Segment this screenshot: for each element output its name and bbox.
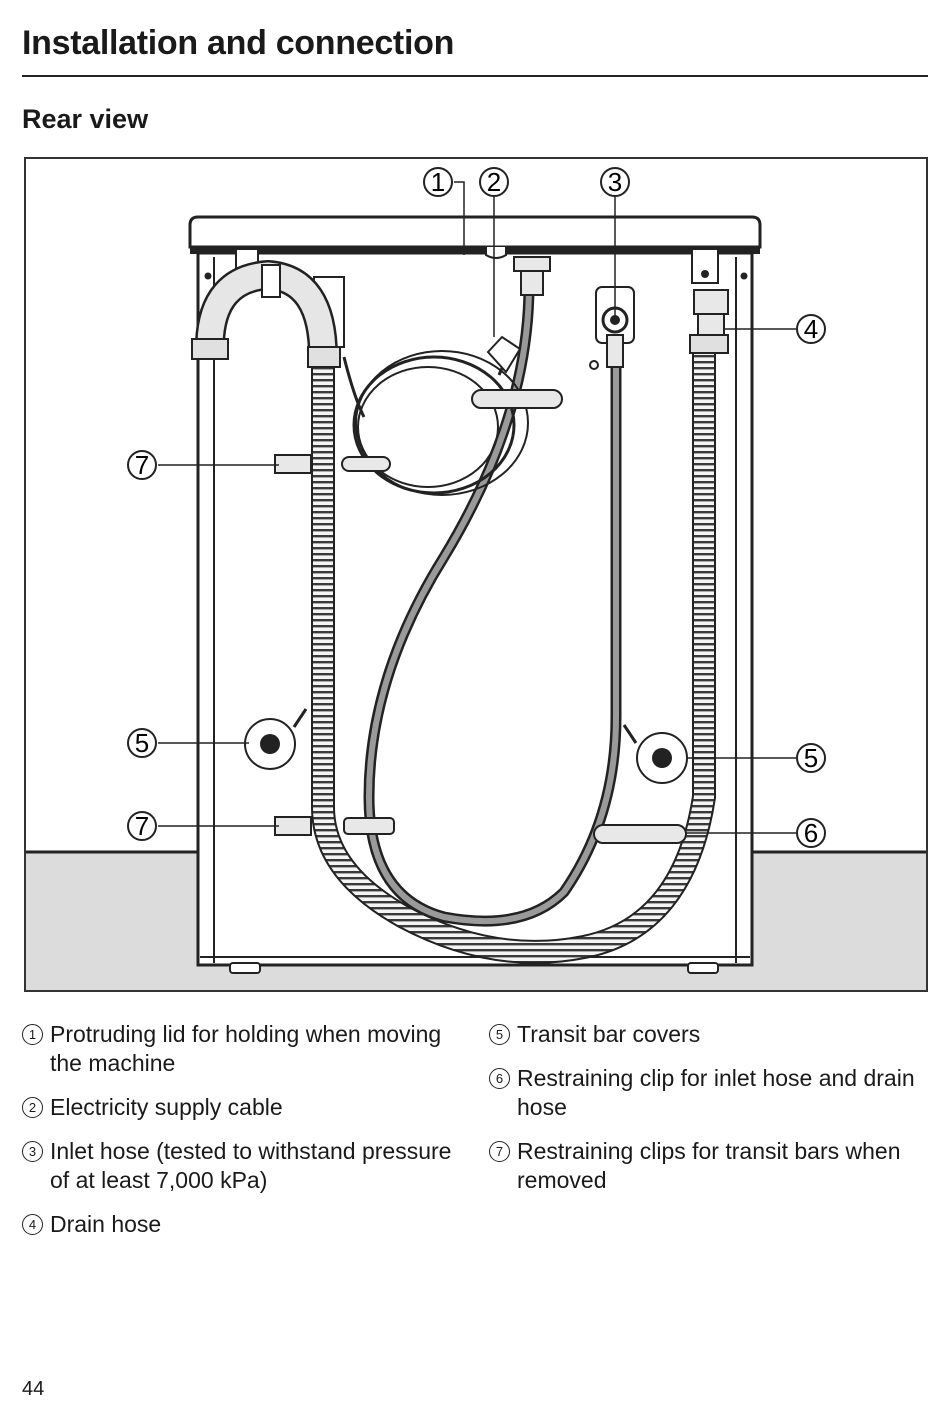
callout-5-right: 5 — [796, 743, 826, 773]
legend-item: 4 Drain hose — [22, 1210, 462, 1239]
callout-1: 1 — [423, 167, 453, 197]
restraining-clip-hoses — [593, 824, 687, 844]
page-title: Installation and connection — [22, 24, 455, 62]
legend-right: 5 Transit bar covers 6 Restraining clip … — [489, 1020, 929, 1210]
legend-text: Drain hose — [50, 1211, 162, 1237]
legend-text: Transit bar covers — [517, 1021, 701, 1047]
legend-number: 4 — [22, 1214, 43, 1235]
callout-5-left: 5 — [127, 728, 157, 758]
svg-text:5: 5 — [804, 743, 818, 773]
legend-left: 1 Protruding lid for holding when moving… — [22, 1020, 462, 1254]
callout-4: 4 — [796, 314, 826, 344]
svg-text:6: 6 — [804, 818, 818, 848]
restraining-clip-upper — [274, 454, 312, 474]
legend-number: 2 — [22, 1097, 43, 1118]
rear-view-diagram: 1 2 3 4 5 5 6 7 — [24, 157, 928, 992]
legend-number: 6 — [489, 1068, 510, 1089]
svg-text:1: 1 — [431, 167, 445, 197]
callout-7-lower: 7 — [127, 811, 157, 841]
legend-number: 5 — [489, 1024, 510, 1045]
callout-2: 2 — [479, 167, 509, 197]
protruding-lid — [188, 215, 762, 259]
cable-clip — [471, 389, 563, 409]
callout-7-upper: 7 — [127, 450, 157, 480]
electricity-cable — [342, 335, 529, 496]
restraining-clip-lower — [274, 816, 312, 836]
legend-text: Restraining clip for inlet hose and drai… — [517, 1065, 915, 1120]
callout-6: 6 — [796, 818, 826, 848]
machine-body — [196, 251, 754, 974]
callout-3: 3 — [600, 167, 630, 197]
legend-item: 1 Protruding lid for holding when moving… — [22, 1020, 462, 1078]
legend-text: Protruding lid for holding when moving t… — [50, 1021, 442, 1076]
section-title: Rear view — [22, 104, 149, 134]
legend-item: 2 Electricity supply cable — [22, 1093, 462, 1122]
svg-text:7: 7 — [135, 450, 149, 480]
legend-text: Electricity supply cable — [50, 1094, 283, 1120]
legend-item: 5 Transit bar covers — [489, 1020, 929, 1049]
transit-bar-cover-left — [244, 708, 308, 770]
legend-item: 7 Restraining clips for transit bars whe… — [489, 1137, 929, 1195]
legend-number: 3 — [22, 1141, 43, 1162]
svg-text:4: 4 — [804, 314, 818, 344]
legend-item: 6 Restraining clip for inlet hose and dr… — [489, 1064, 929, 1122]
legend-text: Restraining clips for transit bars when … — [517, 1138, 901, 1193]
svg-text:2: 2 — [487, 167, 501, 197]
drain-hose — [191, 259, 729, 964]
legend-text: Inlet hose (tested to withstand pressure… — [50, 1138, 452, 1193]
svg-text:3: 3 — [608, 167, 622, 197]
legend-item: 3 Inlet hose (tested to withstand pressu… — [22, 1137, 462, 1195]
svg-text:7: 7 — [135, 811, 149, 841]
svg-text:5: 5 — [135, 728, 149, 758]
legend-number: 1 — [22, 1024, 43, 1045]
page-number: 44 — [22, 1378, 45, 1400]
legend-number: 7 — [489, 1141, 510, 1162]
title-divider — [22, 75, 928, 77]
transit-bar-cover-right — [622, 724, 688, 784]
